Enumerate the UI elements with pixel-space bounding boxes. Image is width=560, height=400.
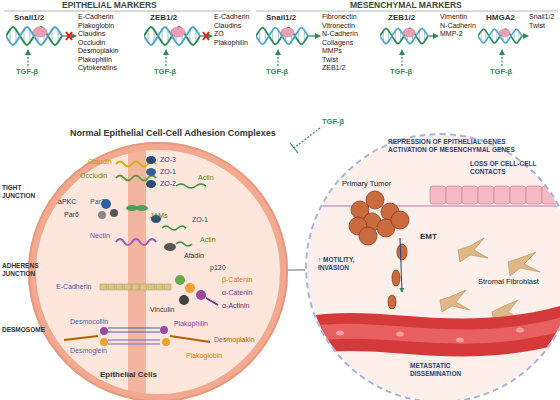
signal-label: TGF-β bbox=[266, 68, 288, 77]
target-gene-list: E-Cadherin Plakoglobin Claudins Occludin… bbox=[78, 13, 138, 73]
protein-label: ZO-2 bbox=[160, 180, 176, 188]
protein-label: Par6 bbox=[64, 211, 79, 219]
junction-label: TIGHT JUNCTION bbox=[2, 184, 42, 200]
section-header: MESENCHYMAL MARKERS bbox=[350, 1, 462, 11]
target-gene-list: Fibronectin Vitronectin N-Cadherin Colla… bbox=[322, 13, 374, 73]
protein-label: Desmoplakin bbox=[214, 336, 254, 344]
process-caption: REPRESSION OF EPITHELIAL GENES ACTIVATIO… bbox=[388, 138, 524, 154]
structure-label: Primary Tumor bbox=[342, 180, 391, 189]
gene-name: Snail1/2 bbox=[14, 13, 44, 22]
protein-label: Occludin bbox=[80, 172, 107, 180]
protein-label: JAMs bbox=[150, 212, 168, 220]
protein-label: aPKC bbox=[58, 198, 76, 206]
adhesion-zoom-circle: Normal Epithelial Cell-Cell Adhesion Com… bbox=[28, 142, 288, 400]
process-caption: LOSS OF CELL-CELL CONTACTS bbox=[470, 160, 540, 176]
signal-label: TGF-β bbox=[154, 68, 176, 77]
protein-label: p120 bbox=[210, 264, 226, 272]
protein-label: ZO-3 bbox=[160, 156, 176, 164]
panel-heading: Normal Epithelial Cell-Cell Adhesion Com… bbox=[70, 128, 276, 138]
protein-label: ZO-1 bbox=[192, 216, 208, 224]
tumor-illustration bbox=[300, 130, 560, 400]
header-rule bbox=[4, 11, 250, 12]
signal-label: TGF-β bbox=[322, 118, 344, 127]
gene-dna-box: ZEB1/2E-Cadherin Claudins ZO Plakophilin bbox=[142, 12, 254, 76]
section-header: EPITHELIAL MARKERS bbox=[62, 1, 157, 11]
protein-label: Vinculin bbox=[150, 306, 174, 314]
header-rule bbox=[256, 11, 558, 12]
signal-label: TGF-β bbox=[390, 68, 412, 77]
protein-label: Actin bbox=[200, 236, 216, 244]
tumor-microenvironment-circle: REPRESSION OF EPITHELIAL GENES ACTIVATIO… bbox=[305, 133, 560, 400]
gene-name: HMGA2 bbox=[486, 13, 515, 22]
signal-label: TGF-β bbox=[490, 68, 512, 77]
junction-label: DESMOSOME bbox=[2, 326, 45, 334]
gene-dna-box: HMGA2 Snail1/2 Twist bbox=[478, 12, 558, 76]
protein-label: Par3 bbox=[90, 198, 105, 206]
protein-label: Claudin bbox=[88, 158, 112, 166]
protein-label: Actin bbox=[198, 174, 214, 182]
gene-name: ZEB1/2 bbox=[388, 13, 415, 22]
protein-label: α-Actinin bbox=[222, 302, 249, 310]
target-gene-list: Vimentin N-Cadherin MMP-2 bbox=[440, 13, 480, 39]
tgf-inhibition bbox=[290, 128, 320, 153]
gene-dna-box: ZEB1/2 Vimentin N-Cadherin MMP-2 bbox=[378, 12, 478, 76]
protein-label: Desmoglein bbox=[70, 347, 107, 355]
protein-label: Plakoglobin bbox=[186, 352, 222, 360]
process-label: EMT bbox=[420, 232, 437, 241]
junction-label: ADHERENS JUNCTION bbox=[2, 262, 46, 278]
zoom-connector bbox=[288, 269, 305, 271]
cell-label: Epithelial Cells bbox=[100, 370, 157, 379]
process-caption: ↑ MOTILITY, INVASION bbox=[318, 256, 378, 272]
protein-label: ZO-1 bbox=[160, 168, 176, 176]
gene-name: Snail1/2 bbox=[266, 13, 296, 22]
protein-label: Nectin bbox=[90, 232, 110, 240]
gene-dna-box: Snail1/2 Fibronectin Vitronectin N-Cadher… bbox=[254, 12, 374, 76]
protein-label: β-Catenin bbox=[222, 276, 253, 284]
protein-label: α-Catenin bbox=[222, 289, 253, 297]
gene-dna-box: Snail1/2E-Cadherin Plakoglobin Claudins … bbox=[4, 12, 132, 76]
process-caption: METASTATIC DISSEMINATION bbox=[410, 362, 490, 378]
target-gene-list: Snail1/2 Twist bbox=[529, 13, 559, 30]
gene-name: ZEB1/2 bbox=[150, 13, 177, 22]
signal-label: TGF-β bbox=[16, 68, 38, 77]
target-gene-list: E-Cadherin Claudins ZO Plakophilin bbox=[214, 13, 258, 47]
protein-label: Plakophilin bbox=[174, 320, 208, 328]
adhesion-illustration bbox=[20, 130, 300, 400]
protein-label: Afadin bbox=[184, 252, 204, 260]
protein-label: Desmocollin bbox=[70, 318, 108, 326]
structure-label: Stromal Fibroblast bbox=[478, 278, 539, 287]
protein-label: E-Cadherin bbox=[56, 283, 91, 291]
